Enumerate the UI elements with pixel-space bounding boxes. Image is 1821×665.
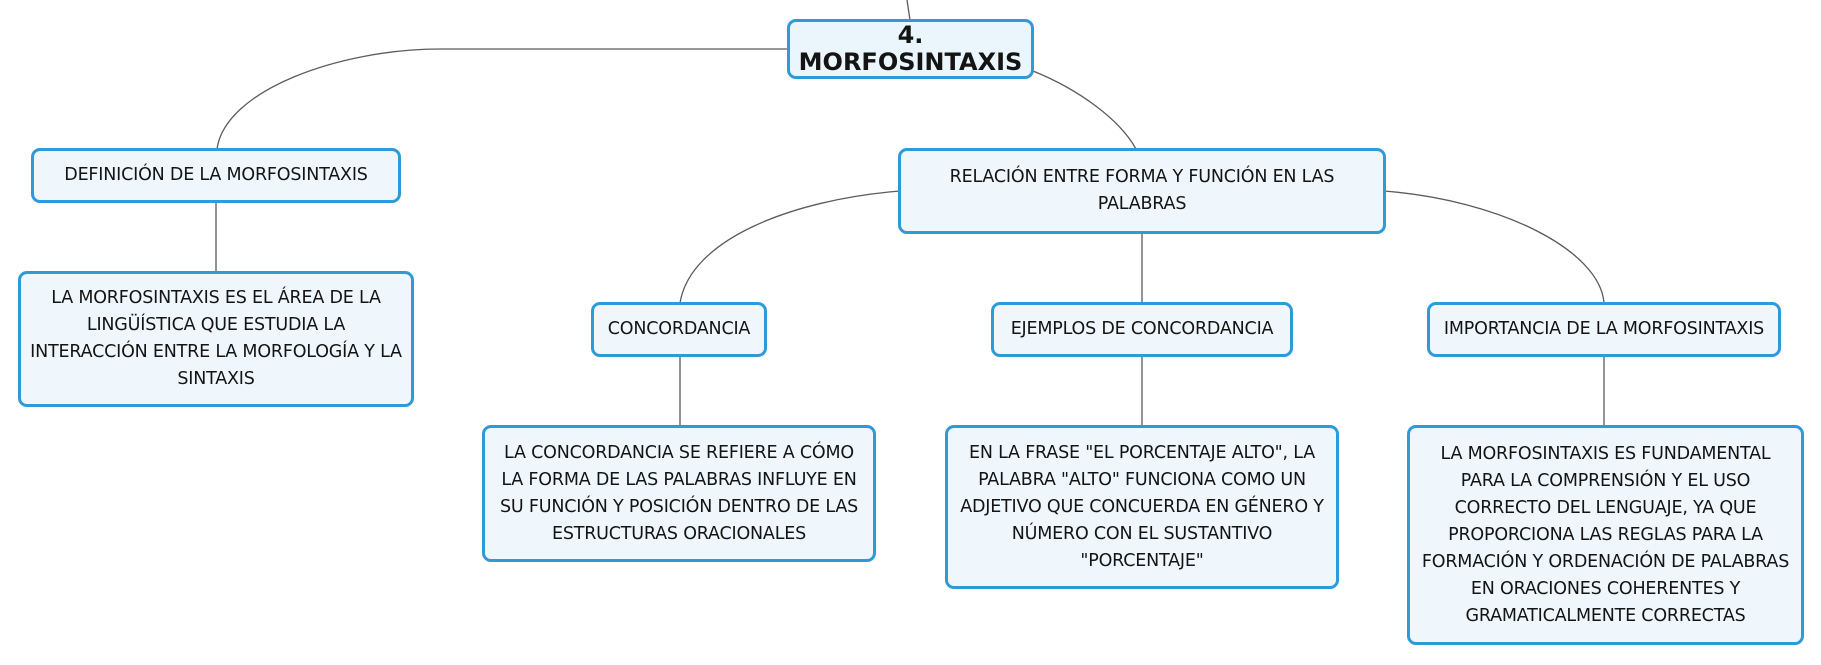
topic-ejemplos[interactable]: EJEMPLOS DE CONCORDANCIA — [991, 302, 1293, 357]
topic-relacion[interactable]: RELACIÓN ENTRE FORMA Y FUNCIÓN EN LAS PA… — [898, 148, 1386, 234]
topic-importancia-detail[interactable]: LA MORFOSINTAXIS ES FUNDAMENTAL PARA LA … — [1407, 425, 1804, 645]
topic-definicion-detail-text: LA MORFOSINTAXIS ES EL ÁREA DE LA LINGÜÍ… — [30, 288, 402, 389]
topic-ejemplos-title: EJEMPLOS DE CONCORDANCIA — [1010, 319, 1274, 339]
connector-central-to-definicion — [216, 48, 790, 150]
topic-importancia-detail-text: LA MORFOSINTAXIS ES FUNDAMENTAL PARA LA … — [1421, 443, 1790, 626]
central-topic[interactable]: 4. MORFOSINTAXIS — [787, 19, 1034, 79]
topic-concordancia-detail[interactable]: LA CONCORDANCIA SE REFIERE A CÓMO LA FOR… — [482, 425, 876, 562]
topic-concordancia-title: CONCORDANCIA — [607, 319, 751, 339]
topic-ejemplos-detail-text: EN LA FRASE "EL PORCENTAJE ALTO", LA PAL… — [960, 442, 1324, 571]
topic-definicion[interactable]: DEFINICIÓN DE LA MORFOSINTAXIS — [31, 148, 401, 203]
central-topic-title: 4. MORFOSINTAXIS — [798, 21, 1023, 76]
connector-relacion-to-concordancia — [679, 190, 901, 304]
topic-concordancia-detail-text: LA CONCORDANCIA SE REFIERE A CÓMO LA FOR… — [499, 442, 859, 544]
topic-ejemplos-detail[interactable]: EN LA FRASE "EL PORCENTAJE ALTO", LA PAL… — [945, 425, 1339, 589]
topic-importancia[interactable]: IMPORTANCIA DE LA MORFOSINTAXIS — [1427, 302, 1781, 357]
connector-central-to-relacion — [1032, 70, 1137, 150]
topic-relacion-title: RELACIÓN ENTRE FORMA Y FUNCIÓN EN LAS PA… — [949, 167, 1335, 214]
topic-definicion-detail[interactable]: LA MORFOSINTAXIS ES EL ÁREA DE LA LINGÜÍ… — [18, 271, 414, 407]
connector-parent-to-central — [906, 0, 911, 21]
connector-relacion-to-importancia — [1383, 190, 1605, 304]
topic-importancia-title: IMPORTANCIA DE LA MORFOSINTAXIS — [1443, 319, 1765, 339]
topic-concordancia[interactable]: CONCORDANCIA — [591, 302, 767, 357]
topic-definicion-title: DEFINICIÓN DE LA MORFOSINTAXIS — [64, 165, 368, 185]
